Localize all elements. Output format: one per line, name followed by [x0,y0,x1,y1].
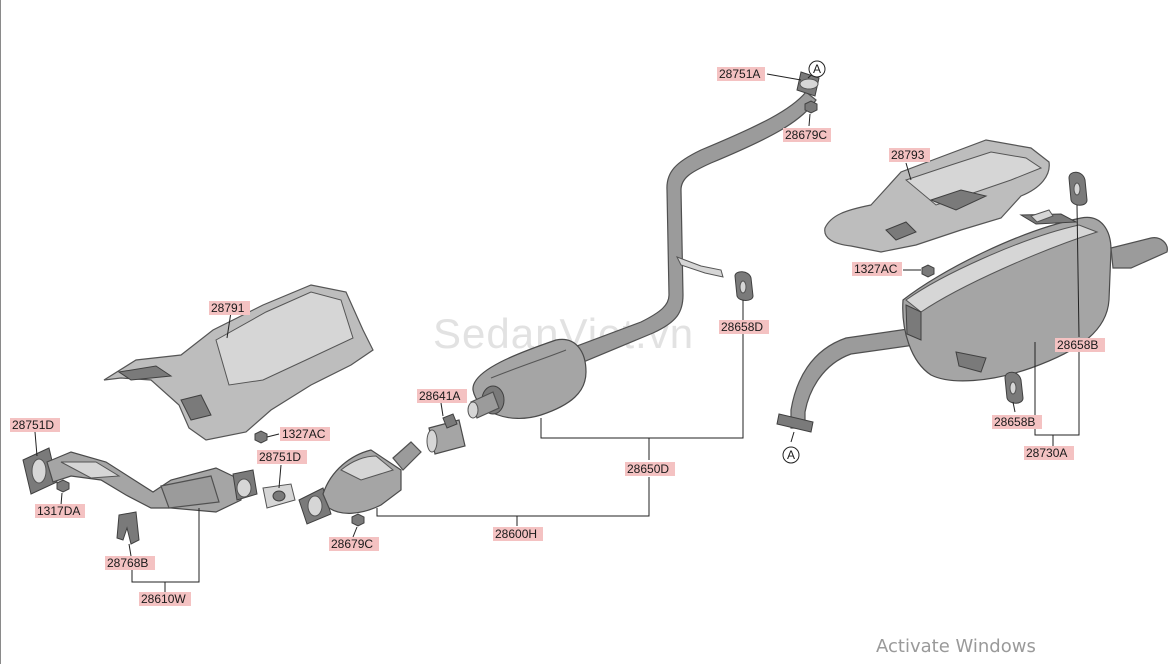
svg-text:A: A [813,62,821,76]
label-28751D-left: 28751D [10,418,60,432]
nut-parts [56,100,935,527]
reference-callout-bottom: A [782,446,800,464]
label-28751D-mid: 28751D [257,450,307,464]
label-1317DA: 1317DA [35,504,85,518]
label-28679C-bottom: 28679C [329,537,379,551]
svg-text:A: A [787,448,795,462]
label-28751A: 28751A [717,67,765,81]
svg-text:28793: 28793 [891,148,925,162]
label-28641A: 28641A [417,389,467,403]
svg-text:28679C: 28679C [331,537,373,551]
catalytic-converter-28600H [298,441,422,525]
nut-1327AC-right [921,264,935,278]
label-28650D: 28650D [625,462,675,476]
svg-text:28679C: 28679C [785,128,827,142]
part-labels: 28751A 28679C 28793 1327AC 28658D 28658B… [10,67,1105,606]
label-28610W: 28610W [139,592,191,606]
svg-text:28730A: 28730A [1026,446,1067,460]
leader-lines [34,69,1080,594]
heat-shield-28793 [824,139,1050,253]
label-28791: 28791 [209,301,250,315]
svg-text:28600H: 28600H [495,527,537,541]
label-1327AC-right: 1327AC [852,262,902,276]
svg-text:1317DA: 1317DA [37,504,80,518]
hanger-28658B-bottom [1004,371,1024,404]
label-28679C-top: 28679C [783,128,831,142]
svg-text:28658B: 28658B [994,415,1035,429]
svg-text:28751D: 28751D [12,418,54,432]
label-28658B-bottom: 28658B [992,415,1042,429]
label-1327AC-left: 1327AC [280,427,330,441]
label-28768B: 28768B [105,556,155,570]
reference-callout-top: A [808,60,826,78]
center-pipe-muffler [467,71,820,419]
label-28793: 28793 [889,148,930,162]
svg-text:1327AC: 1327AC [282,427,326,441]
svg-text:28751D: 28751D [259,450,301,464]
label-28658B-top: 28658B [1055,338,1105,352]
svg-text:28658D: 28658D [721,320,763,334]
hanger-28658B-top [1068,171,1088,206]
nut-1327AC-left [254,430,268,444]
nut-1317DA [56,479,70,493]
svg-text:28641A: 28641A [419,389,460,403]
label-28600H: 28600H [493,527,543,541]
svg-text:28658B: 28658B [1057,338,1098,352]
svg-text:28768B: 28768B [107,556,148,570]
gasket-28751D [262,483,296,509]
activate-windows-overlay: Activate Windows [876,636,1036,657]
front-pipe-28610W [22,447,258,545]
nut-28679C-top [804,100,818,114]
rear-muffler [776,209,1168,433]
svg-text:28610W: 28610W [141,592,186,606]
svg-text:1327AC: 1327AC [854,262,898,276]
nut-28679C-bottom [351,513,365,527]
svg-text:28791: 28791 [211,301,245,315]
label-28730A: 28730A [1024,446,1074,460]
clamp-28641A [426,413,466,455]
label-28658D: 28658D [719,320,769,334]
heat-shield-28791 [103,284,374,441]
svg-text:28751A: 28751A [719,67,760,81]
hanger-28658D [734,271,754,301]
svg-text:28650D: 28650D [627,462,669,476]
